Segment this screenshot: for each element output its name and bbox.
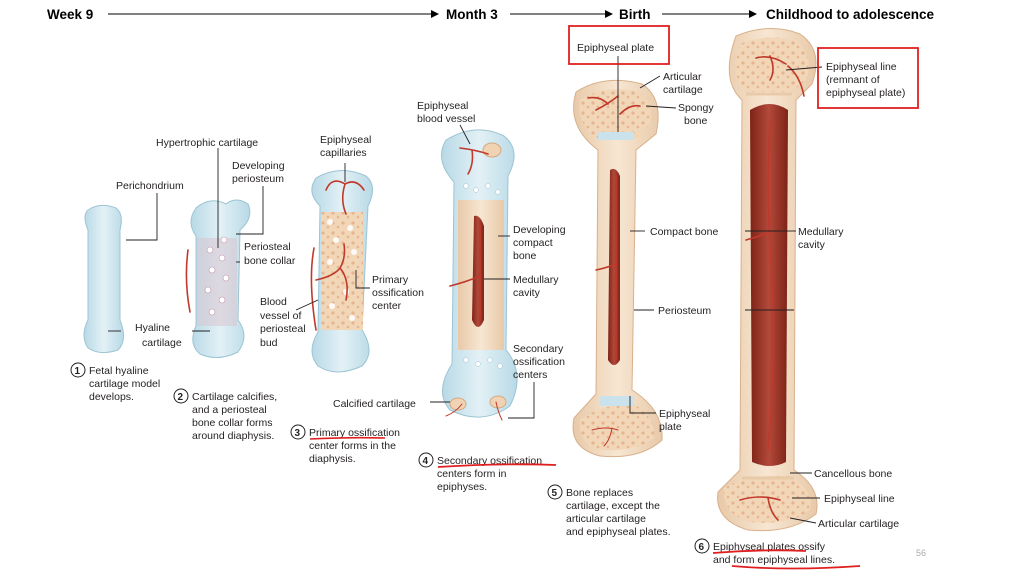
step-5-line-3: articular cartilage	[566, 513, 646, 525]
step-2-number: 2	[178, 392, 184, 403]
label-blood-vessel-bud-3: periosteal	[260, 323, 306, 335]
step-5: 5 Bone replaces cartilage, except the ar…	[547, 484, 671, 538]
step-1-number: 1	[75, 366, 81, 377]
step-3-line-1: Primary ossification	[309, 427, 400, 439]
step-2-line-4: around diaphysis.	[192, 430, 274, 442]
step-4-underline	[437, 463, 557, 468]
step-2-line-2: and a periosteal	[192, 404, 267, 416]
label-epiphyseal-line-boxed-3: epiphyseal plate)	[826, 87, 905, 99]
label-epiphyseal-plate-5-2: plate	[659, 421, 682, 433]
leader-lines	[108, 56, 823, 524]
timeline-stage-birth: Birth	[619, 7, 651, 22]
label-medullary-cavity-6-2: cavity	[798, 239, 826, 251]
timeline-stage-week9: Week 9	[47, 7, 93, 22]
step-2-line-3: bone collar forms	[192, 417, 273, 429]
label-spongy-bone-1: Spongy	[678, 102, 714, 114]
step-3-underline	[309, 436, 386, 440]
label-primary-ossification-3: center	[372, 300, 402, 312]
page-number: 56	[916, 548, 926, 558]
bone-stage-1	[83, 204, 124, 354]
timeline: Week 9 Month 3 Birth Childhood to adoles…	[47, 7, 935, 22]
label-periosteal-bone-collar-2: bone collar	[244, 255, 296, 267]
step-5-line-4: and epiphyseal plates.	[566, 526, 671, 538]
label-developing-compact-bone-1: Developing	[513, 224, 566, 236]
step-4-number: 4	[423, 456, 429, 467]
label-developing-periosteum-2: periosteum	[232, 173, 284, 185]
bone-stage-4	[441, 129, 518, 421]
step-4: 4 Secondary ossification centers form in…	[418, 452, 557, 493]
step-3: 3 Primary ossification center forms in t…	[290, 424, 400, 465]
label-epiphyseal-line-boxed-1: Epiphyseal line	[826, 61, 897, 73]
step-3-line-2: center forms in the	[309, 440, 396, 452]
step-1-line-2: cartilage model	[89, 378, 160, 390]
label-periosteal-bone-collar-1: Periosteal	[244, 241, 291, 253]
timeline-stage-childhood: Childhood to adolescence	[766, 7, 935, 22]
label-developing-compact-bone-3: bone	[513, 250, 537, 262]
label-cancellous-bone: Cancellous bone	[814, 468, 892, 480]
epiphyseal-plate-highlight-box	[568, 25, 670, 65]
step-3-line-3: diaphysis.	[309, 453, 356, 465]
label-epiphyseal-blood-vessel-2: blood vessel	[417, 113, 475, 125]
label-medullary-cavity-4-2: cavity	[513, 287, 541, 299]
label-developing-periosteum-1: Developing	[232, 160, 285, 172]
label-secondary-ossification-2: ossification	[513, 356, 565, 368]
label-blood-vessel-bud-2: vessel of	[260, 310, 302, 322]
step-6: 6 Epiphyseal plates ossify and form epip…	[694, 538, 861, 570]
bone-stage-5	[572, 79, 663, 458]
label-epiphyseal-line: Epiphyseal line	[824, 493, 895, 505]
step-2: 2 Cartilage calcifies, and a periosteal …	[173, 388, 277, 442]
label-periosteum: Periosteum	[658, 305, 711, 317]
step-6-line-2: and form epiphyseal lines.	[713, 554, 835, 566]
label-epiphyseal-line-boxed-2: (remnant of	[826, 74, 880, 86]
step-6-underline-2	[731, 565, 861, 570]
step-1-line-1: Fetal hyaline	[89, 365, 149, 377]
step-5-number: 5	[552, 488, 558, 499]
label-perichondrium: Perichondrium	[116, 180, 184, 192]
epiphyseal-line-highlight-box	[817, 47, 919, 109]
label-blood-vessel-bud-4: bud	[260, 337, 278, 349]
step-3-number: 3	[295, 428, 301, 439]
label-epiphyseal-blood-vessel-1: Epiphyseal	[417, 100, 468, 112]
label-articular-cartilage-2: cartilage	[663, 84, 703, 96]
timeline-stage-month3: Month 3	[446, 7, 498, 22]
label-medullary-cavity-6-1: Medullary	[798, 226, 844, 238]
step-5-line-1: Bone replaces	[566, 487, 633, 499]
step-4-line-2: centers form in	[437, 468, 507, 480]
label-developing-compact-bone-2: compact	[513, 237, 553, 249]
label-epiphyseal-capillaries-2: capillaries	[320, 147, 367, 159]
label-epiphyseal-capillaries-1: Epiphyseal	[320, 134, 371, 146]
step-6-number: 6	[699, 542, 705, 553]
label-primary-ossification-1: Primary	[372, 274, 409, 286]
structure-labels: Perichondrium Hyaline cartilage Hypertro…	[116, 25, 919, 530]
step-4-line-3: epiphyses.	[437, 481, 487, 493]
label-hyaline-cartilage-2: cartilage	[142, 337, 182, 349]
step-2-line-1: Cartilage calcifies,	[192, 391, 277, 403]
label-secondary-ossification-1: Secondary	[513, 343, 564, 355]
step-1: 1 Fetal hyaline cartilage model develops…	[70, 362, 160, 403]
label-epiphyseal-plate-5-1: Epiphyseal	[659, 408, 710, 420]
bone-stage-2	[185, 199, 251, 358]
label-compact-bone: Compact bone	[650, 226, 718, 238]
label-articular-cartilage-6: Articular cartilage	[818, 518, 899, 530]
label-calcified-cartilage: Calcified cartilage	[333, 398, 416, 410]
step-captions: 1 Fetal hyaline cartilage model develops…	[70, 362, 861, 570]
step-1-line-3: develops.	[89, 391, 134, 403]
label-primary-ossification-2: ossification	[372, 287, 424, 299]
bone-stage-3	[310, 170, 373, 373]
label-spongy-bone-2: bone	[684, 115, 708, 127]
label-hypertrophic-cartilage: Hypertrophic cartilage	[156, 137, 258, 149]
label-secondary-ossification-3: centers	[513, 369, 547, 381]
step-6-underline-1	[712, 549, 807, 554]
label-epiphyseal-plate-boxed: Epiphyseal plate	[577, 42, 654, 54]
label-blood-vessel-bud-1: Blood	[260, 296, 287, 308]
step-5-line-2: cartilage, except the	[566, 500, 660, 512]
label-hyaline-cartilage-1: Hyaline	[135, 322, 170, 334]
label-articular-cartilage-1: Articular	[663, 71, 702, 83]
bone-stage-6	[717, 27, 818, 532]
label-medullary-cavity-4-1: Medullary	[513, 274, 559, 286]
